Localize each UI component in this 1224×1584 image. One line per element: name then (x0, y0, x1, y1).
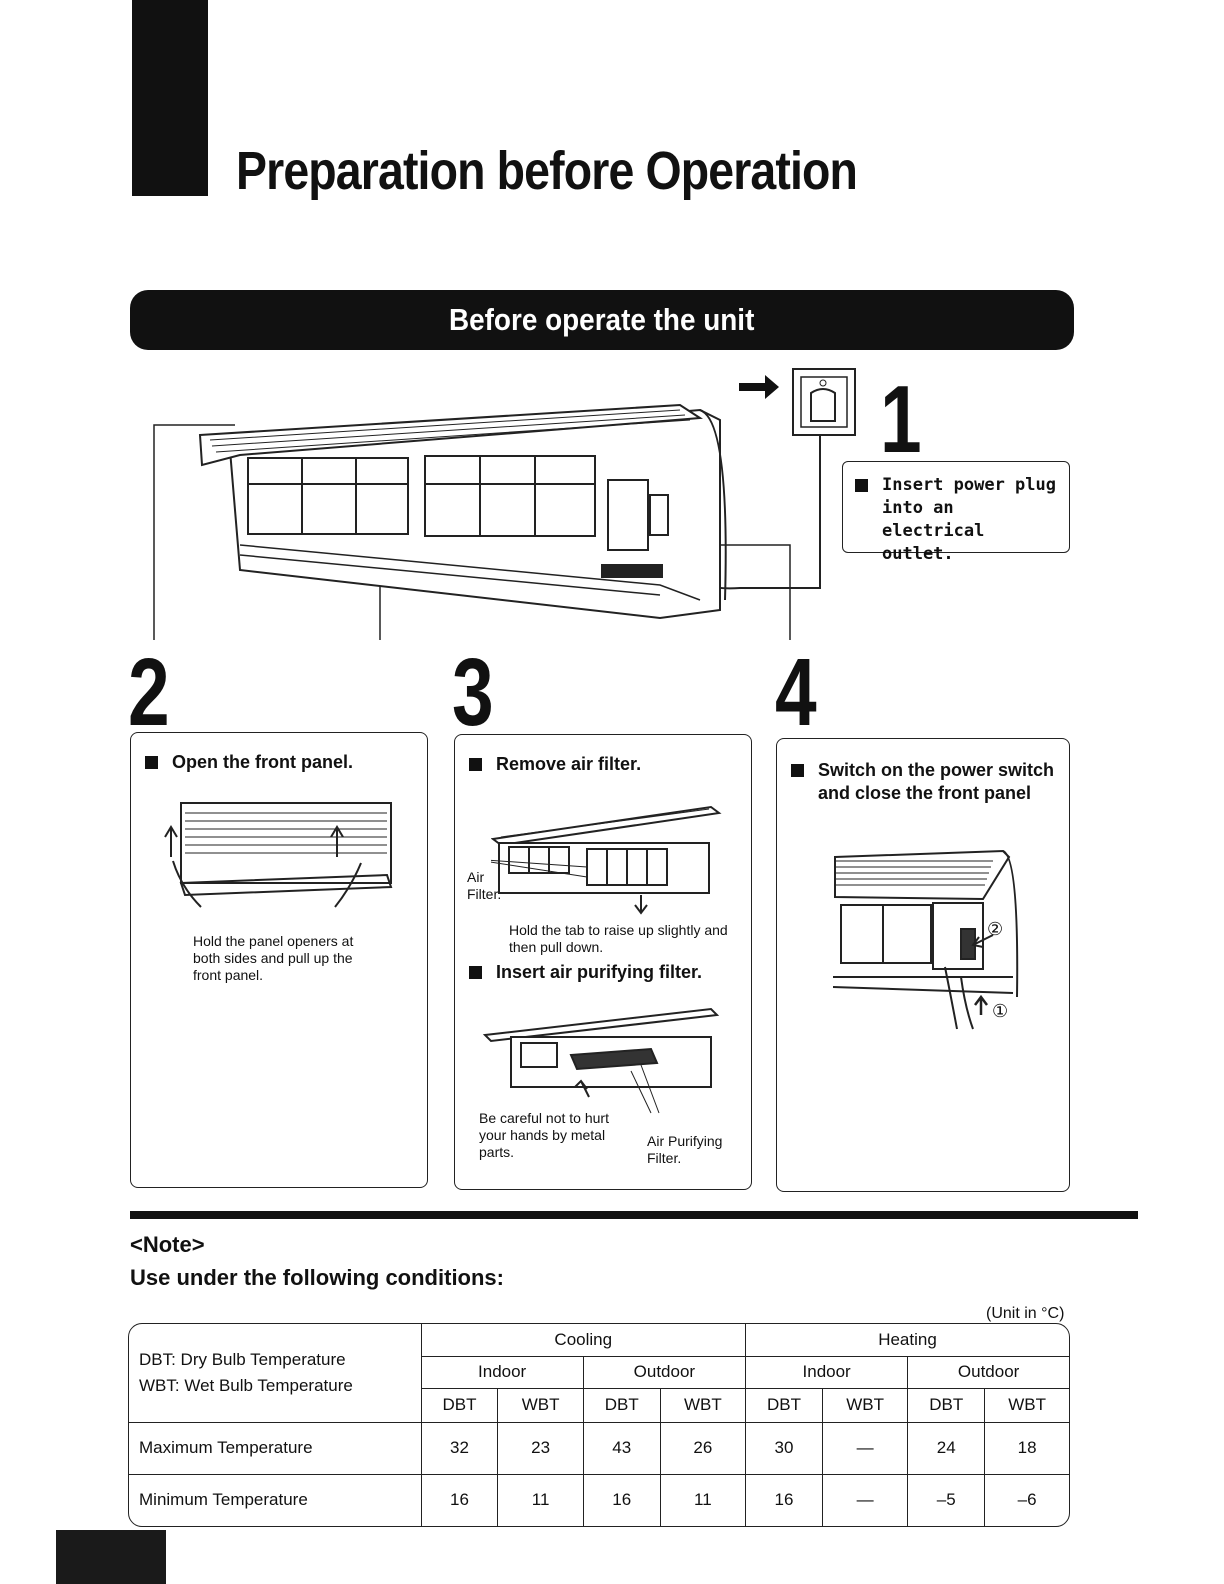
power-outlet-illustration (739, 368, 856, 436)
bullet-icon (791, 764, 804, 777)
arrow-up-icon (574, 1079, 590, 1098)
arrow-down-icon (634, 895, 648, 915)
header-cooling: Cooling (420, 1324, 746, 1357)
section-banner-label: Before operate the unit (449, 302, 755, 337)
step-4-panel: Switch on the power switch and close the… (776, 738, 1070, 1192)
arrow-up-icon (164, 825, 178, 857)
air-filter-label: Air Filter. (467, 869, 502, 902)
section-banner: Before operate the unit (130, 290, 1074, 350)
step-3-panel: Remove air filter. Air Filter. Hold the … (454, 734, 752, 1190)
table-cell: 30 (745, 1421, 823, 1475)
table-cell: 24 (907, 1421, 986, 1475)
bullet-icon (145, 756, 158, 769)
col-header: WBT (659, 1387, 747, 1423)
col-header: DBT (907, 1387, 986, 1423)
step-2-panel: Open the front panel. Hold the panel ope… (130, 732, 428, 1188)
table-cell: 23 (497, 1421, 584, 1475)
step-2-heading: Open the front panel. (172, 752, 354, 772)
step-number-3: 3 (452, 639, 494, 746)
table-row: Minimum Temperature 16 11 16 11 16 — –5 … (129, 1473, 1069, 1526)
table-cell: 18 (984, 1421, 1069, 1475)
table-cell: –6 (984, 1473, 1069, 1526)
step-1-text: Insert power plug into an electrical out… (882, 475, 1056, 564)
arrow-up-icon (974, 994, 988, 1015)
conditions-table: DBT: Dry Bulb Temperature WBT: Wet Bulb … (128, 1323, 1070, 1527)
header-heating-outdoor: Outdoor (907, 1355, 1069, 1389)
table-cell: 16 (420, 1473, 499, 1526)
step-3-caption: Hold the tab to raise up slightly and th… (509, 922, 728, 955)
table-cell: 16 (582, 1473, 661, 1526)
step-3-heading2: Insert air purifying filter. (496, 962, 703, 982)
indoor-unit-illustration (153, 403, 821, 640)
step-4-mark-2: ② (987, 919, 1004, 939)
row-label-max: Maximum Temperature (129, 1421, 422, 1475)
arrow-up-icon (330, 825, 344, 857)
note-heading: Use under the following conditions: (130, 1265, 504, 1290)
col-header: WBT (821, 1387, 909, 1423)
table-cell: 16 (745, 1473, 823, 1526)
note-tag: <Note> (130, 1232, 205, 1257)
col-header: WBT (497, 1387, 584, 1423)
header-cooling-outdoor: Outdoor (582, 1355, 747, 1389)
col-header: DBT (421, 1387, 499, 1423)
remove-filter-illustration (491, 805, 722, 915)
header-cooling-indoor: Indoor (421, 1355, 584, 1389)
step-4-heading: Switch on the power switch and close the… (818, 760, 1055, 803)
arrow-right-icon (739, 375, 779, 399)
table-cell: 11 (659, 1473, 747, 1526)
table-cell: — (821, 1421, 909, 1475)
legend-dbt: DBT: Dry Bulb Temperature (139, 1349, 346, 1369)
legend-wbt: WBT: Wet Bulb Temperature (139, 1375, 353, 1395)
bullet-icon (469, 758, 482, 771)
header-heating: Heating (745, 1324, 1069, 1357)
col-header: DBT (745, 1387, 823, 1423)
table-legend: DBT: Dry Bulb Temperature WBT: Wet Bulb … (129, 1324, 422, 1423)
section-tab (132, 0, 208, 196)
col-header: DBT (582, 1387, 661, 1423)
open-panel-illustration (164, 802, 393, 908)
table-cell: 32 (420, 1421, 499, 1475)
step-3-heading: Remove air filter. (496, 754, 642, 774)
table-cell: –5 (907, 1473, 986, 1526)
bullet-icon (469, 966, 482, 979)
bullet-icon (855, 479, 868, 492)
table-cell: 26 (659, 1421, 747, 1475)
header-heating-indoor: Indoor (744, 1355, 909, 1389)
scan-artifact (56, 1530, 166, 1584)
step-1-callout: Insert power plug into an electrical out… (842, 461, 1070, 564)
unit-label: (Unit in °C) (986, 1305, 1065, 1322)
step-2-caption: Hold the panel openers at both sides and… (193, 933, 354, 983)
air-purifying-filter-label: Air Purifying Filter. (647, 1133, 723, 1166)
step-number-2: 2 (128, 639, 170, 746)
table-cell: 43 (582, 1421, 661, 1475)
step-number-4: 4 (775, 639, 817, 746)
step-3-caution: Be careful not to hurt your hands by met… (479, 1110, 609, 1160)
arrow-left-icon (971, 934, 994, 948)
col-header: WBT (984, 1387, 1069, 1423)
insert-purifying-filter-illustration (482, 1007, 720, 1114)
row-label-min: Minimum Temperature (129, 1473, 422, 1526)
table-cell: 11 (497, 1473, 584, 1526)
step-number-1: 1 (880, 366, 922, 473)
page-title: Preparation before Operation (236, 141, 858, 201)
power-switch-illustration (833, 849, 1019, 1030)
table-cell: — (821, 1473, 909, 1526)
table-row: Maximum Temperature 32 23 43 26 30 — 24 … (129, 1421, 1069, 1475)
section-divider (130, 1211, 1138, 1219)
step-4-mark-1: ① (992, 1001, 1009, 1021)
